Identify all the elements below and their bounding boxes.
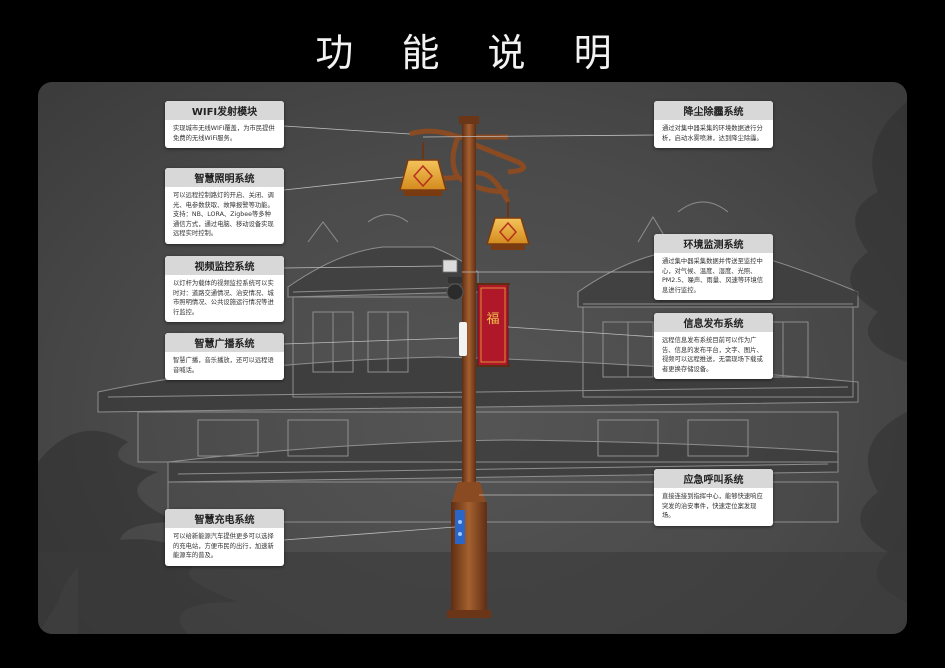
card-description: 可以远程控制路灯的开启、关闭、调光、电参数获取、故障报警等功能。支持：NB、LO…	[173, 192, 274, 238]
illustration-panel: 福 WIFI发射模块 实现城市无线WIFI覆盖，为市民提供免费的无线WiFi服务…	[38, 82, 907, 634]
card-title: 信息发布系统	[654, 313, 773, 332]
card-video-surveillance: 视频监控系统 以灯杆为载体的视频监控系统可以实时对：道路交通情况、治安情况、城市…	[165, 256, 284, 323]
card-title: 降尘除霾系统	[654, 101, 773, 120]
card-description: 实现城市无线WIFI覆盖，为市民提供免费的无线WiFi服务。	[173, 125, 275, 142]
card-description: 通过集中器采集数据并传送至监控中心，对气候、温度、湿度、光照、PM2.5、噪声、…	[662, 258, 764, 294]
speaker-icon	[459, 322, 467, 356]
card-title: WIFI发射模块	[165, 101, 284, 120]
card-emergency-call: 应急呼叫系统 直接连接到指挥中心，能够快速响应突发的治安事件，快速定位案发现场。	[654, 469, 773, 526]
lantern-right-icon	[485, 202, 531, 250]
info-banner	[476, 283, 510, 367]
card-wifi-module: WIFI发射模块 实现城市无线WIFI覆盖，为市民提供免费的无线WiFi服务。	[165, 101, 284, 149]
pole-base	[447, 482, 491, 618]
card-description: 以灯杆为载体的视频监控系统可以实时对：道路交通情况、治安情况、城市照明情况、公共…	[173, 280, 274, 316]
card-title: 视频监控系统	[165, 256, 284, 275]
card-smart-lighting: 智慧照明系统 可以远程控制路灯的开启、关闭、调光、电参数获取、故障报警等功能。支…	[165, 168, 284, 244]
card-description: 可以给新能源汽车提供更多可以选择的充电站，方便市民的出行，加速新能源车的普及。	[173, 533, 274, 560]
card-description: 智慧广播，音乐播放，还可以远程语音喊话。	[173, 357, 274, 374]
pole-shaft	[462, 120, 476, 500]
card-description: 远程信息发布系统目前可以作为广告、信息的发布平台，文字、图片、视频可以远程推送，…	[662, 337, 763, 373]
card-description: 通过对集中器采集的环境数据进行分析，启动水雾喷淋，达到降尘除霾。	[662, 125, 763, 142]
banner-text: 福	[486, 312, 500, 327]
card-title: 环境监测系统	[654, 234, 773, 253]
lantern-left-icon	[399, 142, 447, 196]
card-environment-monitoring: 环境监测系统 通过集中器采集数据并传送至监控中心，对气候、温度、湿度、光照、PM…	[654, 234, 773, 301]
charger-panel-icon	[455, 510, 465, 544]
page-title: 功 能 说 明	[315, 31, 630, 75]
smart-pole	[399, 116, 531, 618]
card-description: 直接连接到指挥中心，能够快速响应突发的治安事件，快速定位案发现场。	[662, 493, 763, 520]
card-title: 智慧广播系统	[165, 333, 284, 352]
card-info-publishing: 信息发布系统 远程信息发布系统目前可以作为广告、信息的发布平台，文字、图片、视频…	[654, 313, 773, 380]
card-title: 智慧照明系统	[165, 168, 284, 187]
card-title: 智慧充电系统	[165, 509, 284, 528]
card-smart-broadcast: 智慧广播系统 智慧广播，音乐播放，还可以远程语音喊话。	[165, 333, 284, 381]
card-smart-charging: 智慧充电系统 可以给新能源汽车提供更多可以选择的充电站，方便市民的出行，加速新能…	[165, 509, 284, 566]
card-dust-removal: 降尘除霾系统 通过对集中器采集的环境数据进行分析，启动水雾喷淋，达到降尘除霾。	[654, 101, 773, 149]
card-title: 应急呼叫系统	[654, 469, 773, 488]
camera-icon	[442, 259, 464, 301]
